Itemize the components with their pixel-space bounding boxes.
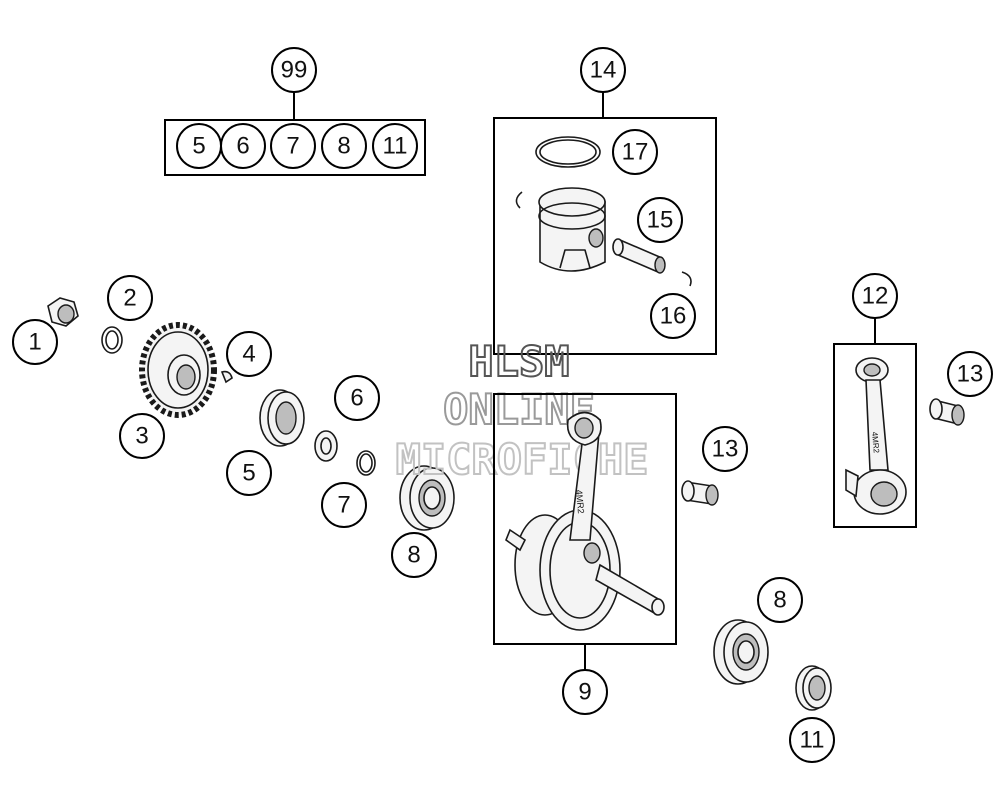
callout-1[interactable]: 1	[12, 319, 58, 365]
piston-kit-group: 14 17 15 16	[493, 47, 717, 355]
svg-text:5: 5	[192, 133, 205, 160]
kit-99-item-5[interactable]: 5	[176, 123, 222, 169]
callout-8-left[interactable]: 8	[391, 532, 437, 578]
callout-9[interactable]: 9	[562, 669, 608, 715]
piston-kit-box	[493, 117, 717, 355]
callout-11[interactable]: 11	[789, 717, 835, 763]
main-bearing-left-icon	[399, 465, 455, 531]
svg-text:11: 11	[383, 133, 408, 160]
thin-shim-icon	[356, 450, 376, 476]
callout-13-middle[interactable]: 13	[702, 426, 748, 472]
callout-7[interactable]: 7	[321, 482, 367, 528]
woodruff-key-icon	[220, 370, 233, 384]
callout-3[interactable]: 3	[119, 413, 165, 459]
callout-14[interactable]: 14	[580, 47, 626, 93]
svg-text:14: 14	[590, 57, 617, 84]
svg-text:4MR2: 4MR2	[574, 489, 586, 514]
svg-text:8: 8	[773, 587, 786, 614]
svg-text:12: 12	[862, 283, 889, 310]
svg-text:11: 11	[800, 727, 825, 754]
callout-13-right[interactable]: 13	[947, 351, 993, 397]
callout-8-right[interactable]: 8	[757, 577, 803, 623]
crankshaft-icon: 4MR2	[505, 411, 665, 631]
svg-text:4MR2: 4MR2	[870, 431, 881, 454]
svg-text:7: 7	[286, 133, 299, 160]
crankshaft-group: 4MR2 9	[493, 393, 677, 715]
svg-text:4: 4	[242, 341, 255, 368]
conrod-kit-group: 12 4MR2	[833, 273, 917, 528]
svg-text:8: 8	[337, 133, 350, 160]
conrod-kit-box	[833, 343, 917, 528]
callout-99[interactable]: 99	[271, 47, 317, 93]
kit-99-box	[164, 119, 426, 176]
svg-text:HLSM: HLSM	[468, 337, 569, 386]
svg-text:9: 9	[578, 679, 591, 706]
piston-icon	[538, 187, 606, 272]
circlip-left-icon	[515, 191, 523, 209]
shim-icon	[314, 430, 338, 462]
main-bearing-right-icon	[713, 619, 769, 685]
piston-pin-icon	[612, 238, 666, 274]
svg-text:7: 7	[337, 492, 350, 519]
kit-99-group: 99 5 6 7 8 11	[164, 47, 426, 176]
connecting-rod-icon: 4MR2	[845, 357, 907, 515]
svg-text:MICROFICHE: MICROFICHE	[396, 435, 649, 484]
callout-17[interactable]: 17	[612, 129, 658, 175]
callout-5[interactable]: 5	[226, 450, 272, 496]
svg-text:8: 8	[407, 542, 420, 569]
shaft-seal-right-icon	[795, 665, 832, 711]
primary-gear-icon	[139, 322, 217, 418]
lock-washer-icon	[101, 326, 123, 354]
svg-text:6: 6	[350, 385, 363, 412]
callout-12[interactable]: 12	[852, 273, 898, 319]
svg-text:3: 3	[135, 423, 148, 450]
needle-bearing-middle-icon	[681, 480, 719, 506]
svg-text:5: 5	[242, 460, 255, 487]
piston-ring-icon	[535, 136, 601, 168]
kit-99-item-11[interactable]: 11	[372, 123, 418, 169]
watermark: HLSM ONLINE MICROFICHE	[395, 336, 650, 485]
callout-15[interactable]: 15	[637, 197, 683, 243]
callout-6[interactable]: 6	[334, 375, 380, 421]
svg-text:1: 1	[28, 329, 41, 356]
kit-99-item-7[interactable]: 7	[270, 123, 316, 169]
callout-4[interactable]: 4	[226, 331, 272, 377]
circlip-right-icon	[681, 271, 692, 287]
svg-text:99: 99	[281, 57, 308, 84]
svg-text:17: 17	[622, 139, 649, 166]
shaft-seal-icon	[259, 389, 305, 447]
svg-text:13: 13	[712, 436, 739, 463]
needle-bearing-right-icon	[929, 398, 965, 426]
svg-text:16: 16	[660, 303, 687, 330]
svg-text:6: 6	[236, 133, 249, 160]
svg-text:15: 15	[647, 207, 674, 234]
svg-text:2: 2	[123, 285, 136, 312]
callout-16[interactable]: 16	[650, 293, 696, 339]
kit-99-item-8[interactable]: 8	[321, 123, 367, 169]
nut-icon	[47, 297, 79, 327]
kit-99-item-6[interactable]: 6	[220, 123, 266, 169]
callout-2[interactable]: 2	[107, 275, 153, 321]
svg-text:13: 13	[957, 361, 984, 388]
